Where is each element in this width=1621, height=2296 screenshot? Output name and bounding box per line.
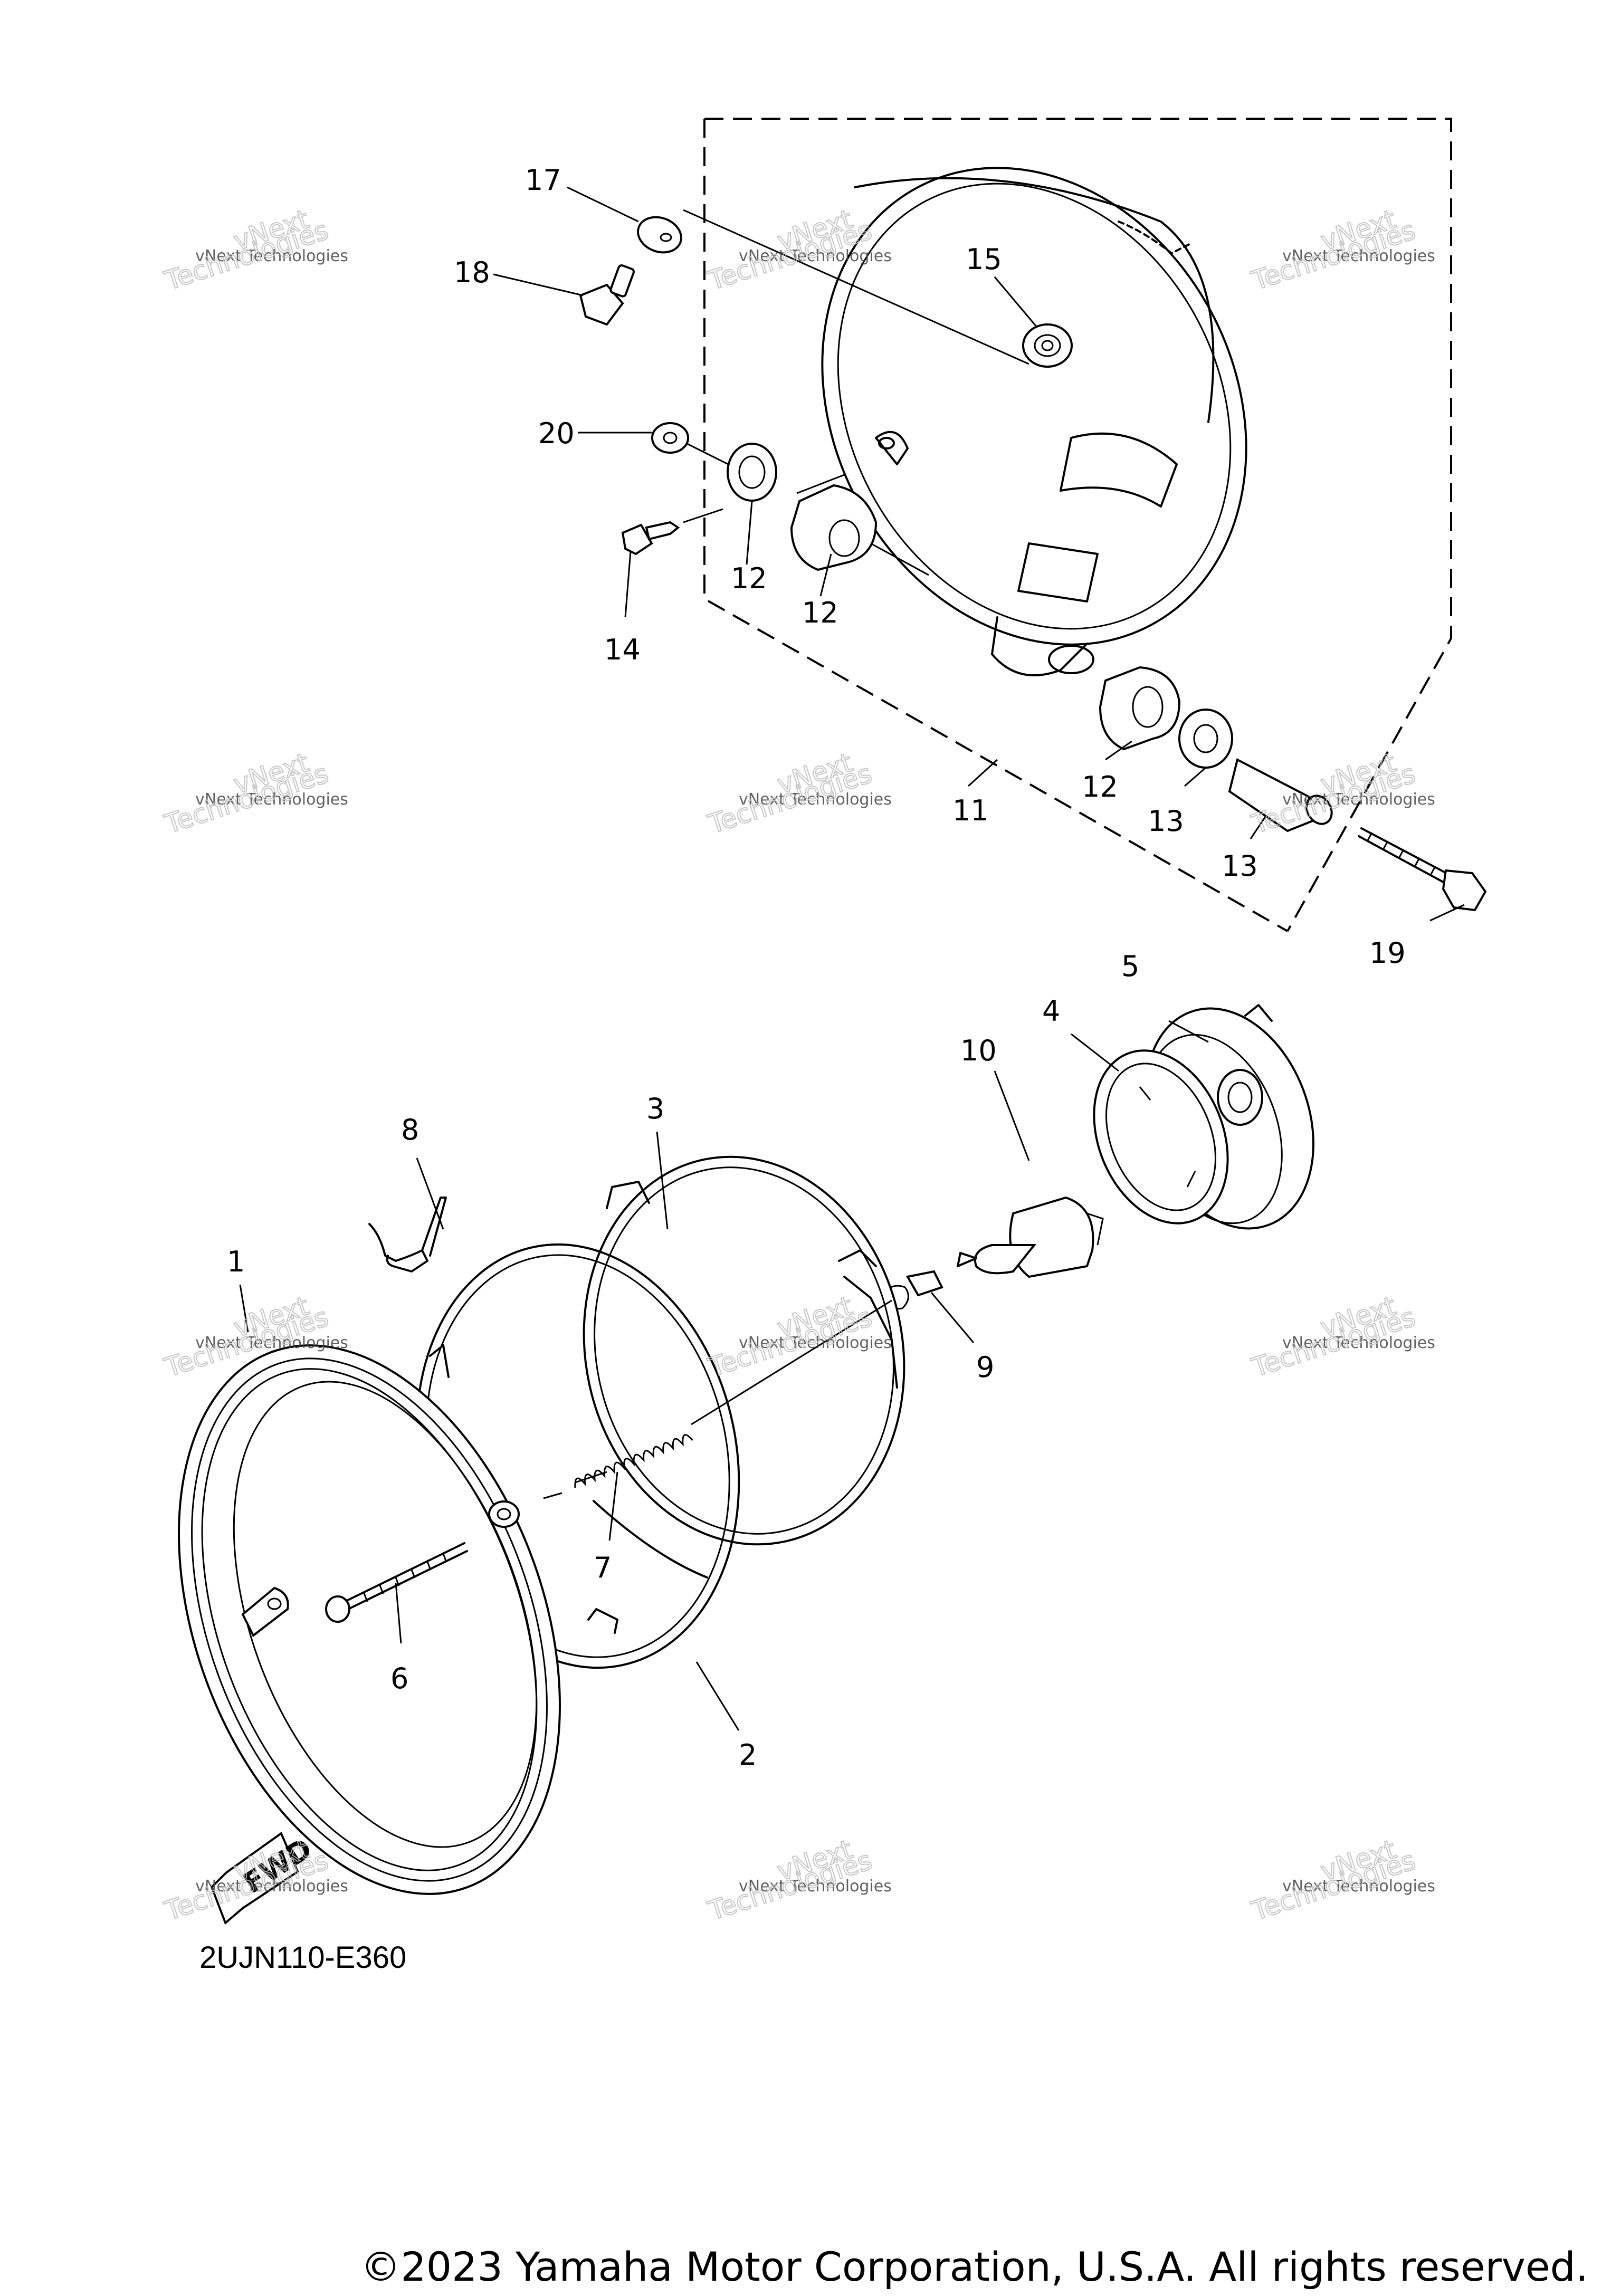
assembly-11-dashed-outline [703, 118, 1452, 932]
part-20-collar-nut [651, 422, 689, 454]
housing-assembly-group [579, 118, 1487, 932]
label-19: 19 [1369, 936, 1406, 970]
part-6-adjusting-screw [325, 1542, 468, 1623]
label-11: 11 [952, 794, 989, 827]
svg-text:vNext Technologies: vNext Technologies [739, 790, 892, 809]
watermark-r2c2: vNext Technologies vNext Technologies [704, 747, 892, 840]
part-labels: 17 18 15 20 12 12 14 11 12 13 13 19 5 4 … [227, 164, 1406, 1772]
watermark-r1c1: vNext Technologies vNext Technologies [160, 203, 348, 297]
label-1: 1 [227, 1245, 245, 1278]
svg-text:vNext Technologies: vNext Technologies [1282, 1334, 1435, 1352]
watermark-r4c2: vNext Technologies vNext Technologies [704, 1833, 892, 1927]
label-2: 2 [739, 1738, 757, 1772]
svg-text:vNext Technologies: vNext Technologies [1282, 1877, 1435, 1896]
svg-text:vNext Technologies: vNext Technologies [739, 1877, 892, 1896]
label-8: 8 [401, 1113, 419, 1146]
part-12-bushing-upper [790, 484, 878, 571]
headlight-unit-group: FWD [178, 1004, 1314, 1925]
label-13-lower: 13 [1148, 805, 1184, 838]
part-8-clip [368, 1197, 447, 1273]
svg-text:vNext Technologies: vNext Technologies [1282, 247, 1435, 265]
svg-text:vNext Technologies: vNext Technologies [195, 247, 348, 265]
headlight-housing [821, 167, 1247, 676]
label-9: 9 [976, 1351, 994, 1384]
label-18: 18 [454, 256, 490, 289]
part-13-grommet-upper [727, 443, 777, 502]
watermark-r3c3: vNext Technologies vNext Technologies [1247, 1290, 1435, 1384]
label-13-upper: 12 [731, 562, 767, 595]
svg-text:vNext Technologies: vNext Technologies [195, 1877, 348, 1896]
part-9-position-bulb [880, 1270, 943, 1310]
svg-text:vNext Technologies: vNext Technologies [1282, 790, 1435, 809]
svg-text:vNext Technologies: vNext Technologies [195, 790, 348, 809]
label-7: 7 [594, 1551, 612, 1584]
part-12-bushing-lower [1099, 666, 1181, 751]
label-12-lower: 12 [1082, 770, 1118, 803]
label-17: 17 [525, 164, 561, 197]
part-10-bulb [957, 1196, 1104, 1278]
diagram-code: 2UJN110-E360 [199, 1940, 406, 1975]
part-7-spring [543, 1299, 892, 1499]
svg-text:vNext Technologies: vNext Technologies [739, 1334, 892, 1352]
watermark-r4c3: vNext Technologies vNext Technologies [1247, 1833, 1435, 1927]
label-15: 15 [966, 243, 1002, 276]
label-14: 13 [1222, 849, 1258, 883]
label-5: 5 [1121, 950, 1139, 983]
label-3: 3 [646, 1092, 664, 1125]
part-1-outer-rim [178, 1344, 561, 1895]
label-16: 14 [604, 633, 641, 666]
part-13-grommet-lower [1178, 709, 1233, 769]
svg-text:vNext Technologies: vNext Technologies [739, 247, 892, 265]
label-10: 10 [960, 1034, 997, 1067]
part-3-headlight-lens-unit [583, 1155, 905, 1546]
label-12-upper: 12 [802, 596, 838, 629]
copyright-notice: ©2023 Yamaha Motor Corporation, U.S.A. A… [360, 2243, 1588, 2290]
watermark-r4c1: vNext Technologies vNext Technologies [160, 1833, 348, 1927]
label-4: 4 [1042, 994, 1060, 1028]
label-20: 20 [538, 417, 575, 450]
part-18-bolt [579, 264, 635, 326]
watermark-r1c3: vNext Technologies vNext Technologies [1247, 203, 1435, 297]
part-19-bolt [1358, 827, 1487, 912]
part-14-collar [1228, 758, 1333, 833]
svg-text:vNext Technologies: vNext Technologies [195, 1334, 348, 1352]
label-6: 6 [390, 1662, 408, 1695]
part-4-bulb-retainer [1093, 1049, 1229, 1224]
leader-lines [239, 186, 1465, 1731]
part-16-screw [621, 521, 680, 556]
part-17-washer [637, 216, 682, 254]
watermark-r2c1: vNext Technologies vNext Technologies [160, 747, 348, 840]
